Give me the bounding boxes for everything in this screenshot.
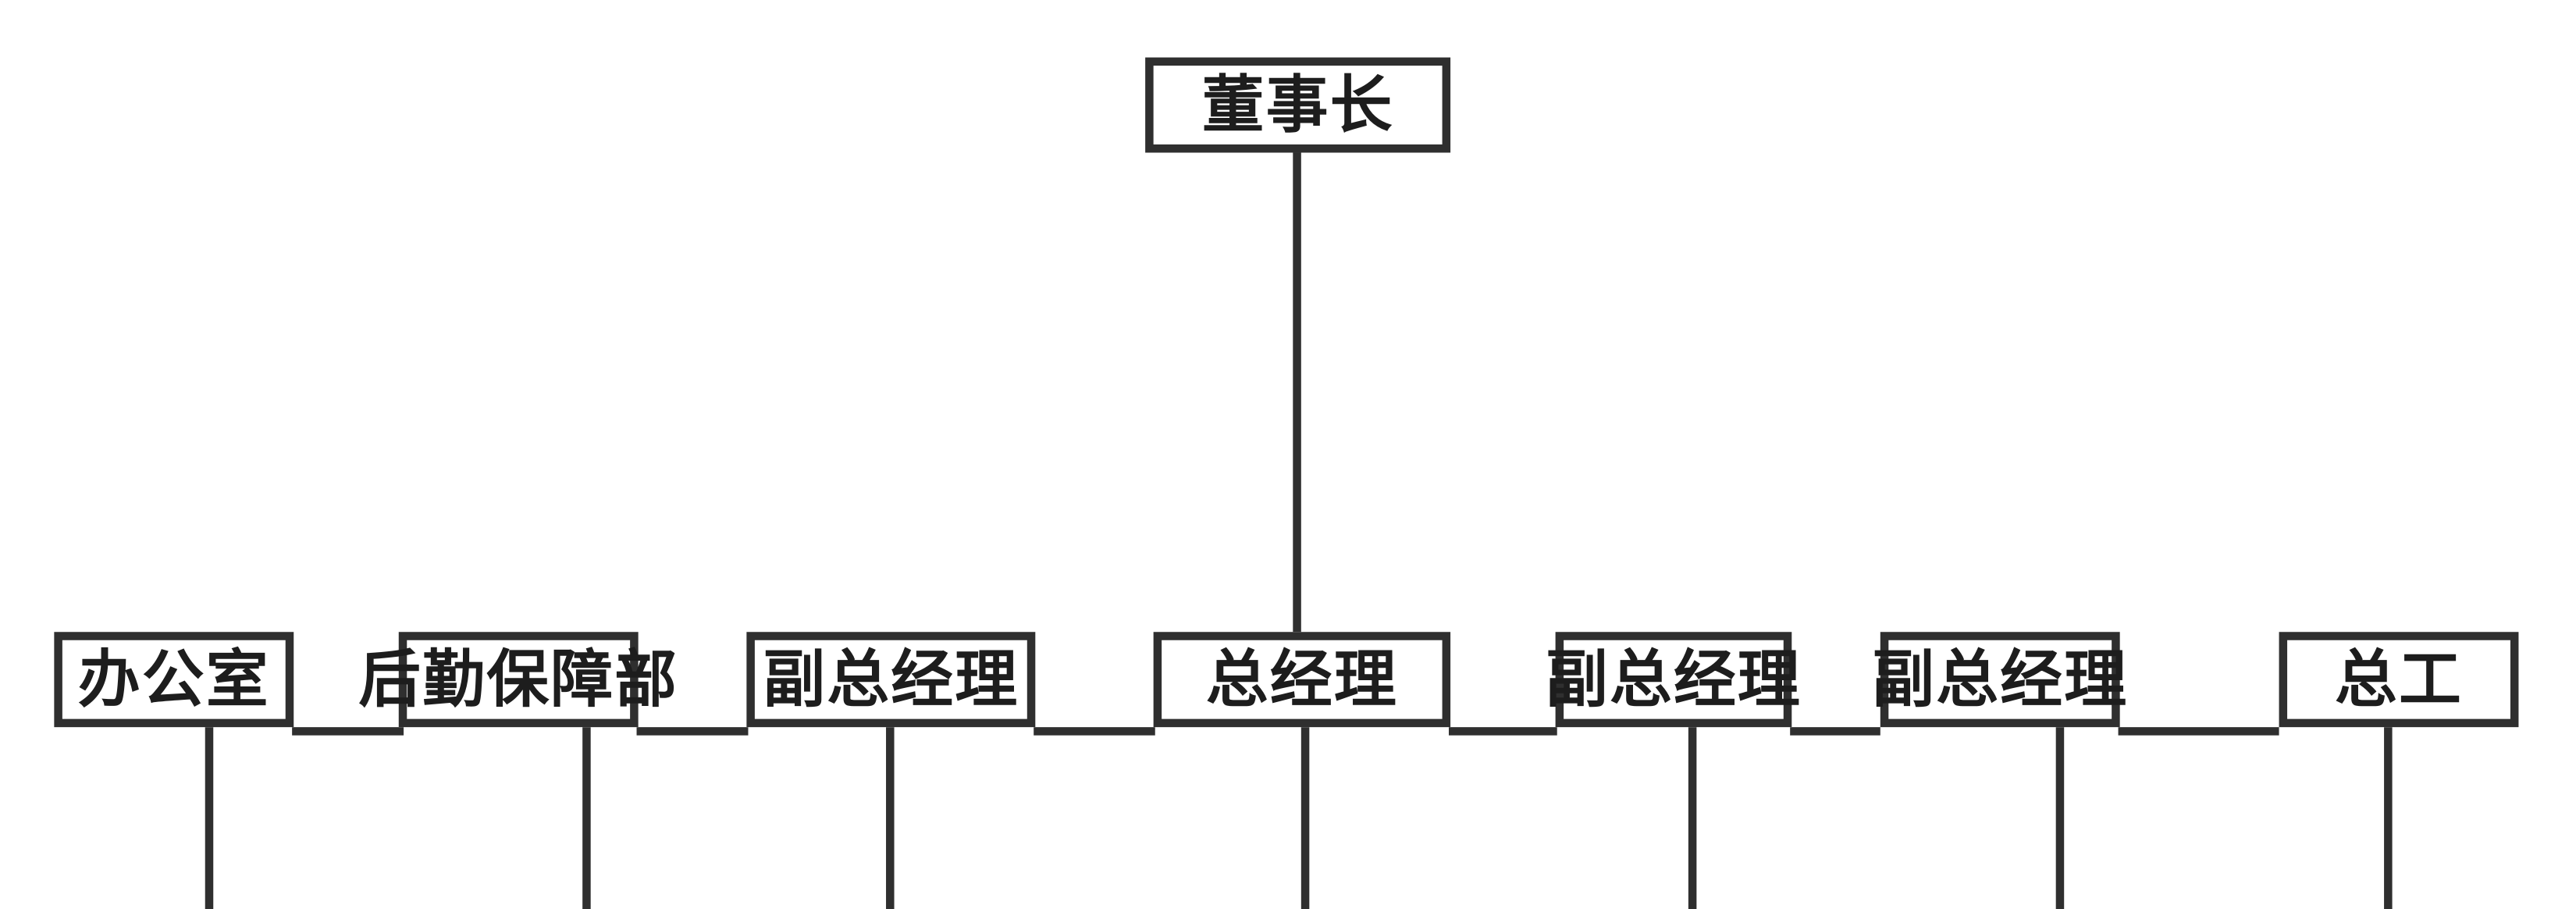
connector-general-manager-to-group xyxy=(1300,727,1310,909)
connector-spine-2-3 xyxy=(1034,727,1155,736)
connector-logistics-to-group xyxy=(582,727,591,909)
node-deputy-gm-1[interactable]: 副总经理 xyxy=(746,632,1036,728)
node-chief-engineer[interactable]: 总工 xyxy=(2279,632,2519,728)
node-chairman-label: 董事长 xyxy=(1201,69,1394,141)
node-logistics[interactable]: 后勤保障部 xyxy=(358,632,677,728)
connector-spine-1-2 xyxy=(636,727,749,736)
connector-spine-4-5 xyxy=(1790,727,1880,736)
connector-deputy-gm-2-to-group xyxy=(1688,727,1697,909)
connector-spine-3-4 xyxy=(1448,727,1557,736)
node-deputy-gm-3[interactable]: 副总经理 xyxy=(1872,632,2126,728)
node-deputy-gm-2-label: 副总经理 xyxy=(1546,643,1802,716)
node-general-manager[interactable]: 总经理 xyxy=(1153,632,1451,728)
node-office-label: 办公室 xyxy=(77,643,270,716)
node-deputy-gm-1-label: 副总经理 xyxy=(763,643,1019,716)
node-chief-engineer-label: 总工 xyxy=(2334,643,2463,716)
connector-spine-0-1 xyxy=(292,727,404,736)
node-deputy-gm-2[interactable]: 副总经理 xyxy=(1546,632,1800,728)
connector-office-to-group xyxy=(205,727,214,909)
node-office[interactable]: 办公室 xyxy=(54,632,294,728)
connector-chairman-to-gm xyxy=(1293,151,1301,633)
connector-deputy-gm-1-to-group xyxy=(886,727,895,909)
node-general-manager-label: 总经理 xyxy=(1205,643,1398,716)
connector-deputy-gm-3-to-group xyxy=(2055,727,2065,909)
connector-chief-engineer-to-group xyxy=(2384,727,2393,909)
node-chairman[interactable]: 董事长 xyxy=(1145,57,1451,153)
connector-spine-5-6 xyxy=(2118,727,2279,736)
node-logistics-label: 后勤保障部 xyxy=(358,643,679,716)
node-deputy-gm-3-label: 副总经理 xyxy=(1872,643,2129,716)
